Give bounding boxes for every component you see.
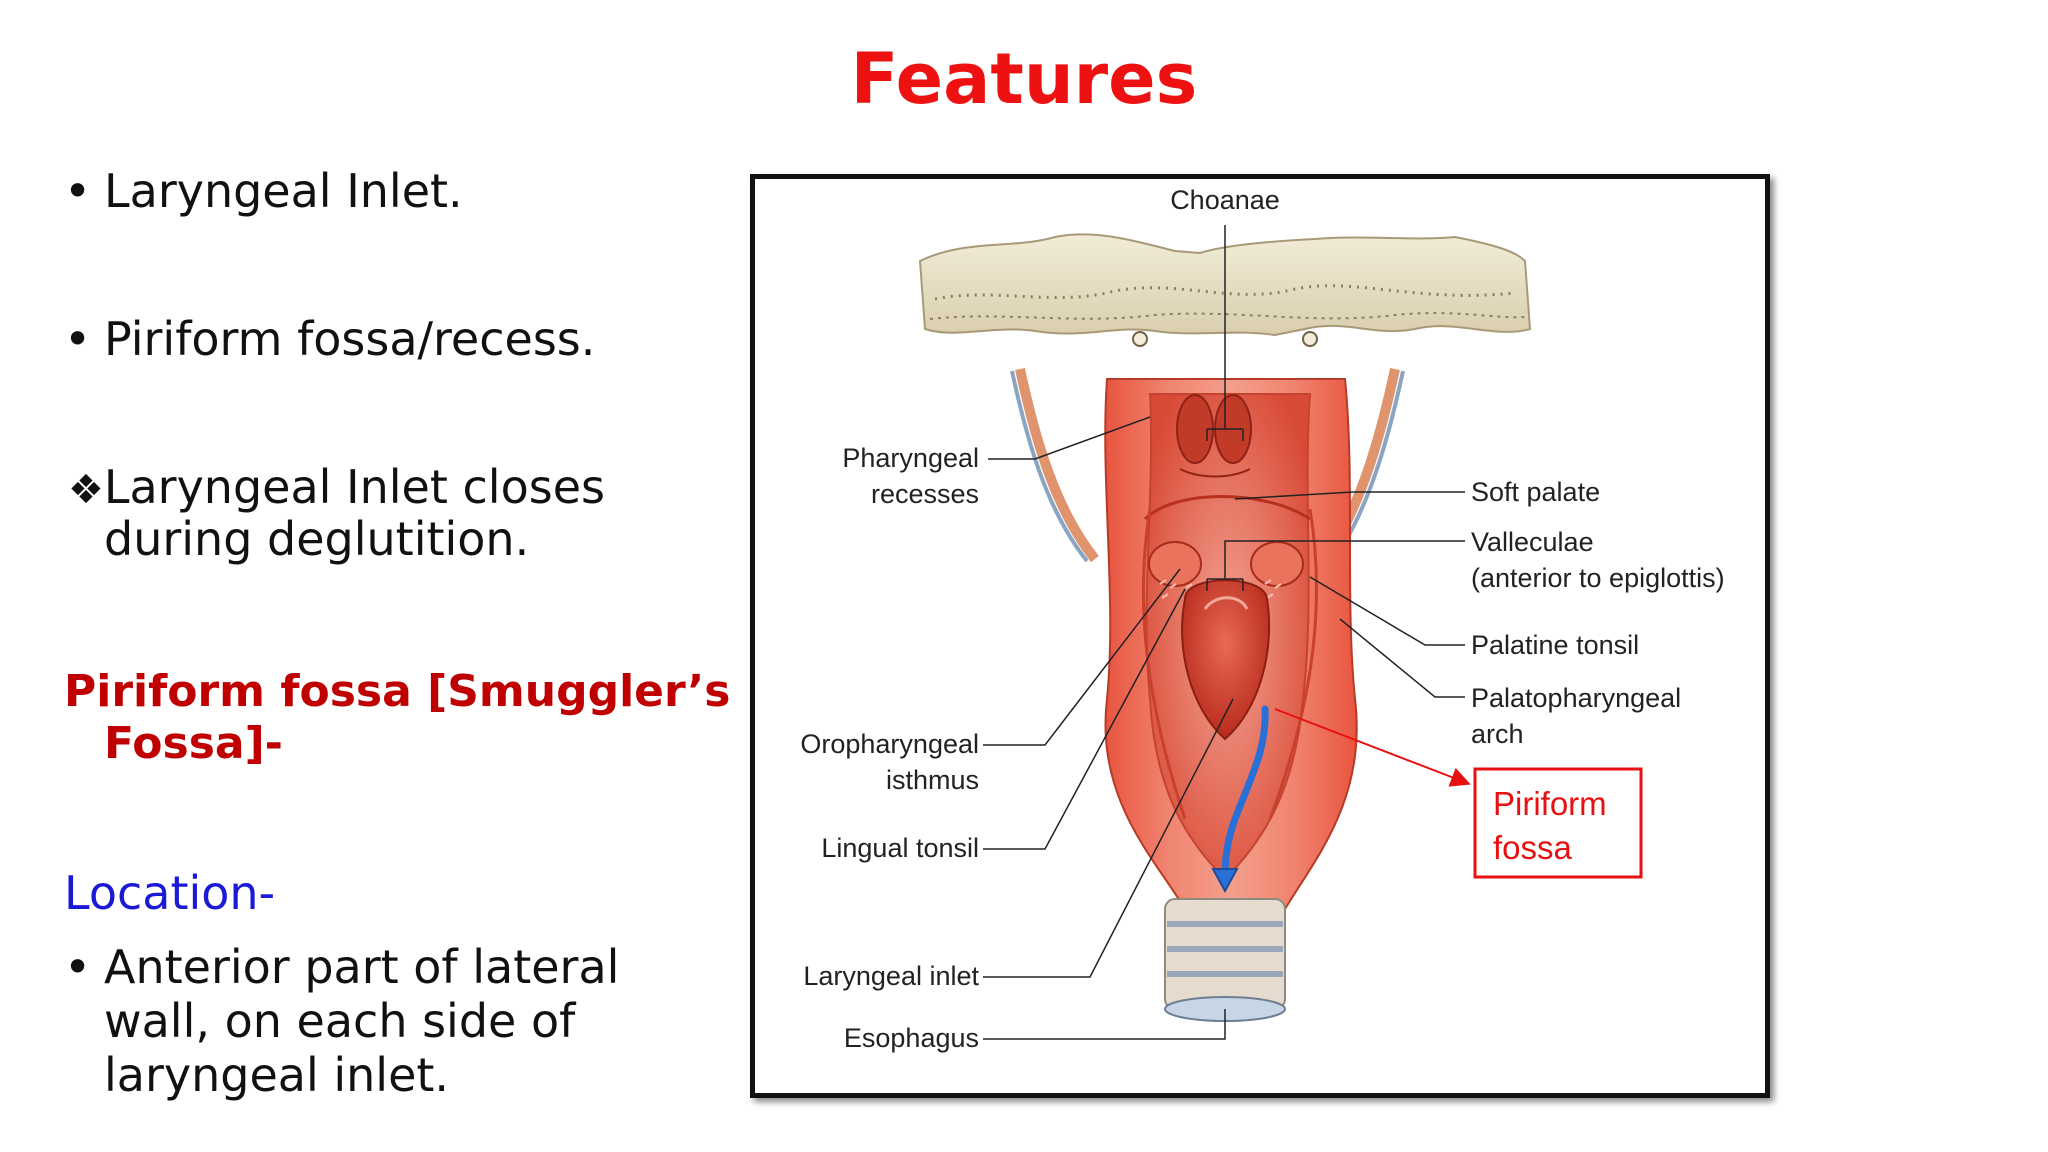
- bullet-text: Laryngeal Inlet.: [104, 164, 463, 218]
- bullet-item: •Laryngeal Inlet.: [64, 164, 463, 218]
- bullet-item: •Piriform fossa/recess.: [64, 312, 595, 366]
- anatomy-figure: Choanae Pharyngeal recesses Soft palate …: [750, 174, 1770, 1098]
- epiglottis: [1181, 579, 1271, 741]
- label-laryngeal-inlet: Laryngeal inlet: [803, 961, 979, 991]
- label-piriform-1: Piriform: [1493, 785, 1607, 822]
- location-heading: Location-: [64, 866, 276, 920]
- label-oropharyngeal-2: isthmus: [886, 765, 979, 795]
- bullet-marker: •: [64, 940, 92, 994]
- slide-title: Features: [850, 38, 1198, 120]
- diamond-bullet-text: Laryngeal Inlet closes: [103, 460, 605, 514]
- diamond-bullet-line1: ❖Laryngeal Inlet closes: [68, 460, 605, 514]
- label-palatopharyngeal-2: arch: [1471, 719, 1524, 749]
- label-palatopharyngeal-1: Palatopharyngeal: [1471, 683, 1681, 713]
- label-oropharyngeal-1: Oropharyngeal: [800, 729, 979, 759]
- label-valleculae-1: Valleculae: [1471, 527, 1594, 557]
- label-esophagus: Esophagus: [844, 1023, 979, 1053]
- bullet-marker: •: [64, 312, 92, 366]
- label-choanae: Choanae: [1170, 185, 1280, 215]
- diamond-bullet-icon: ❖: [68, 467, 104, 513]
- piriform-heading-line2: Fossa]-: [104, 718, 283, 769]
- label-valleculae-2: (anterior to epiglottis): [1471, 563, 1725, 593]
- location-bullet-line3: laryngeal inlet.: [104, 1048, 450, 1102]
- location-bullet-line2: wall, on each side of: [104, 994, 576, 1048]
- bullet-marker: •: [64, 164, 92, 218]
- bullet-text: Anterior part of lateral: [104, 940, 620, 994]
- label-palatine-tonsil: Palatine tonsil: [1471, 630, 1639, 660]
- piriform-arrow: [1221, 705, 1269, 883]
- label-lingual-tonsil: Lingual tonsil: [821, 833, 979, 863]
- pharynx-illustration: Choanae Pharyngeal recesses Soft palate …: [800, 185, 1725, 1053]
- piriform-callout-box: [1473, 767, 1643, 879]
- label-soft-palate: Soft palate: [1471, 477, 1600, 507]
- diamond-bullet-line2: during deglutition.: [104, 512, 530, 566]
- piriform-heading-line1: Piriform fossa [Smuggler’s: [64, 666, 731, 717]
- esophagus: [1164, 898, 1286, 1010]
- bullet-text: Piriform fossa/recess.: [104, 312, 596, 366]
- location-bullet-line1: •Anterior part of lateral: [64, 940, 619, 994]
- label-piriform-2: fossa: [1493, 829, 1573, 866]
- label-pharyngeal-recesses-1: Pharyngeal: [842, 443, 979, 473]
- label-pharyngeal-recesses-2: recesses: [871, 479, 979, 509]
